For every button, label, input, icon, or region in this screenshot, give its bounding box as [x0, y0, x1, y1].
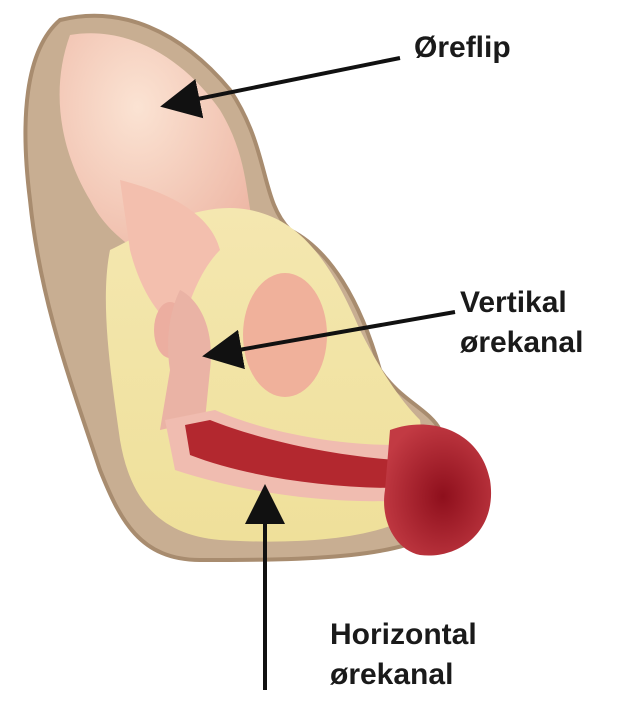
label-oreflip-text: Øreflip	[414, 31, 511, 64]
label-oreflip: Øreflip	[414, 28, 511, 68]
label-horizontal-canal: Horizontal ørekanal	[330, 615, 477, 695]
label-vertical-canal: Vertikal ørekanal	[460, 283, 583, 363]
label-vertical-line2: ørekanal	[460, 323, 583, 363]
label-vertical-line1: Vertikal	[460, 283, 583, 323]
label-horizontal-line2: ørekanal	[330, 655, 477, 695]
canal-end	[384, 424, 491, 555]
label-horizontal-line1: Horizontal	[330, 615, 477, 655]
